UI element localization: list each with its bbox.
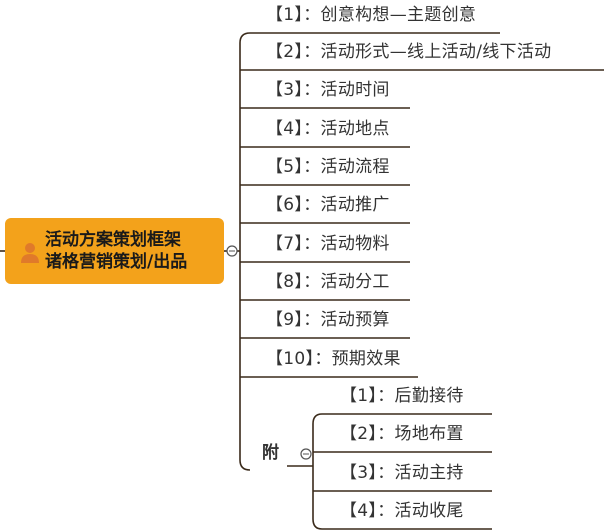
node-item-3[interactable]: 【3】：活动时间 (266, 80, 390, 100)
node-item-1[interactable]: 【1】：创意构想—主题创意 (266, 5, 477, 25)
root-subtitle: 诸格营销策划/出品 (45, 252, 188, 272)
appendix-label[interactable]: 附 (262, 443, 279, 463)
appendix-item-3[interactable]: 【3】：活动主持 (340, 463, 464, 483)
appendix-item-4[interactable]: 【4】：活动收尾 (340, 501, 464, 521)
appendix-item-1[interactable]: 【1】：后勤接待 (340, 386, 464, 406)
node-item-5[interactable]: 【5】：活动流程 (266, 157, 390, 177)
node-item-2[interactable]: 【2】：活动形式—线上活动/线下活动 (266, 42, 552, 62)
node-item-8[interactable]: 【8】：活动分工 (266, 272, 390, 292)
main-trunk (239, 32, 251, 471)
appendix-trunk (312, 413, 323, 530)
node-item-9[interactable]: 【9】：活动预算 (266, 310, 390, 330)
root-title: 活动方案策划框架 (45, 230, 181, 250)
node-item-6[interactable]: 【6】：活动推广 (266, 195, 390, 215)
root-node[interactable]: 活动方案策划框架 诸格营销策划/出品 (5, 218, 224, 284)
node-item-10[interactable]: 【10】：预期效果 (266, 349, 401, 369)
user-icon (21, 243, 39, 263)
node-item-7[interactable]: 【7】：活动物料 (266, 234, 390, 254)
appendix-item-2[interactable]: 【2】：场地布置 (340, 424, 464, 444)
node-item-4[interactable]: 【4】：活动地点 (266, 119, 390, 139)
branch-lines (240, 32, 604, 530)
